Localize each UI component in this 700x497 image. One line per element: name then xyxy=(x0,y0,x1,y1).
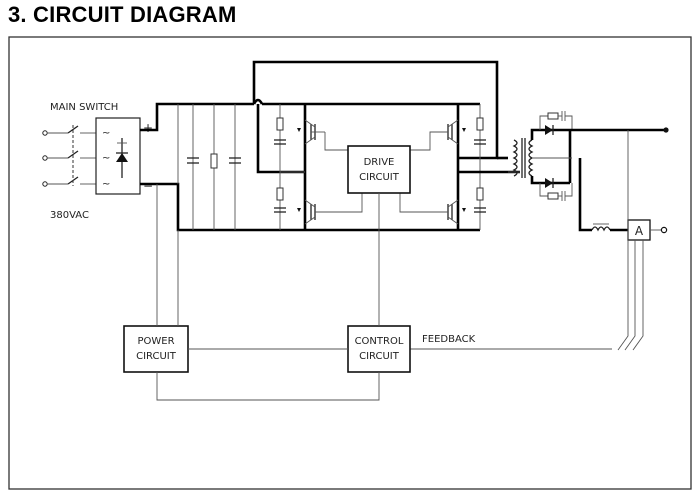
drive-circuit-label-2: CIRCUIT xyxy=(359,172,400,183)
bus-filter xyxy=(187,104,241,230)
main-switch-label: MAIN SWITCH xyxy=(50,102,118,113)
drive-circuit-label-1: DRIVE xyxy=(364,157,395,168)
feedback-lines: FEEDBACK xyxy=(410,130,644,351)
output-terminal-positive xyxy=(663,127,669,133)
output-terminal-negative xyxy=(660,226,668,234)
power-circuit-label-1: POWER xyxy=(137,336,174,347)
page-title: 3. CIRCUIT DIAGRAM xyxy=(8,2,237,27)
dc-plus-label: + xyxy=(143,121,153,135)
svg-text:~: ~ xyxy=(102,128,110,139)
input-terminal-1 xyxy=(42,130,48,136)
dc-bus xyxy=(140,98,480,232)
rectifier-bridge: ~ ~ ~ + − xyxy=(95,117,153,195)
output-diode-top-icon xyxy=(545,125,553,135)
input-terminal-3 xyxy=(42,181,48,187)
ammeter-label: A xyxy=(635,224,644,238)
output-rectifier: A xyxy=(530,111,669,241)
input-voltage-label: 380VAC xyxy=(50,210,89,221)
left-igbt-leg xyxy=(274,104,363,230)
control-circuit-label-1: CONTROL xyxy=(355,336,404,347)
main-switch: MAIN SWITCH 380VAC xyxy=(42,102,118,221)
right-igbt-leg xyxy=(399,104,520,230)
control-circuit-block: CONTROL CIRCUIT xyxy=(347,325,411,373)
svg-text:~: ~ xyxy=(102,179,110,190)
input-terminal-2 xyxy=(42,155,48,161)
feedback-label: FEEDBACK xyxy=(422,334,476,345)
rectifier-diode-icon xyxy=(116,153,128,162)
output-diode-bottom-icon xyxy=(545,178,553,188)
dc-minus-label: − xyxy=(143,179,153,193)
control-circuit-label-2: CIRCUIT xyxy=(359,351,400,362)
drive-circuit-block: DRIVE CIRCUIT xyxy=(347,145,411,194)
control-wiring xyxy=(156,184,380,401)
power-circuit-label-2: CIRCUIT xyxy=(136,351,177,362)
loop-wire xyxy=(252,60,499,160)
power-circuit-block: POWER CIRCUIT xyxy=(123,325,189,373)
output-inductor-icon xyxy=(591,226,611,232)
svg-text:~: ~ xyxy=(102,153,110,164)
diagram-frame xyxy=(8,36,692,490)
